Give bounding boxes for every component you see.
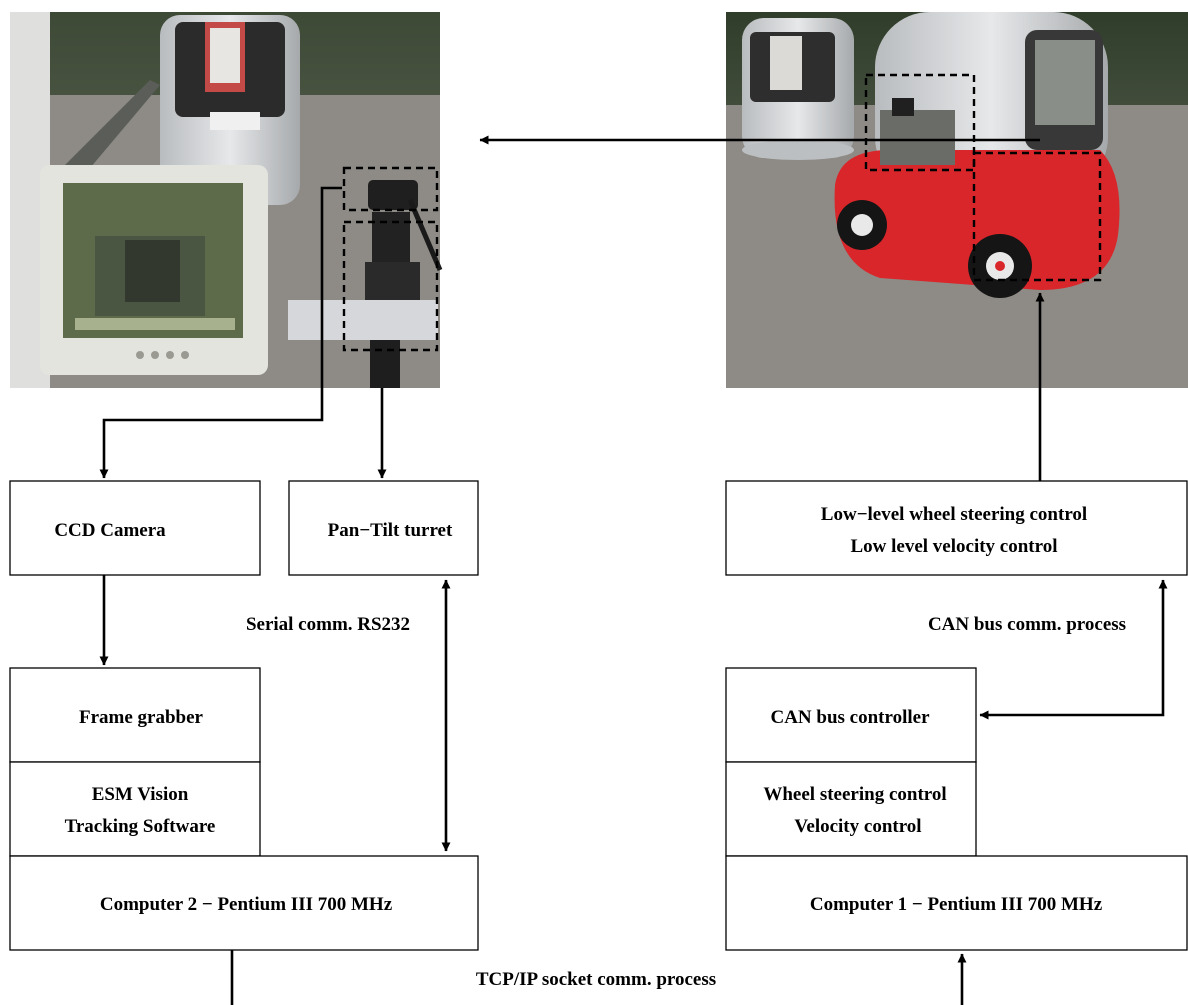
wheel-steering-box: Wheel steering control Velocity control (725, 761, 977, 857)
esm-vision-box: ESM Vision Tracking Software (9, 761, 261, 857)
esm-label-line2: Tracking Software (65, 816, 216, 837)
camera-view-photo (10, 12, 443, 388)
pan-tilt-box: Pan−Tilt turret (288, 480, 479, 576)
ccd-camera-box: CCD Camera (9, 480, 261, 576)
low-level-control-box: Low−level wheel steering control Low lev… (725, 480, 1188, 576)
frame-grabber-box: Frame grabber (9, 667, 261, 763)
can-bus-controller-box: CAN bus controller (725, 667, 977, 763)
frame-grabber-label: Frame grabber (79, 707, 204, 728)
can-controller-label: CAN bus controller (770, 707, 930, 728)
can-bus-comm-label: CAN bus comm. process (928, 614, 1126, 635)
can-bus-link-arrow (979, 579, 1168, 720)
esm-label-line1: ESM Vision (92, 784, 189, 805)
serial-comm-label: Serial comm. RS232 (246, 614, 410, 635)
tcpip-comm-label: TCP/IP socket comm. process (476, 969, 716, 990)
wheel-label-line1: Wheel steering control (763, 784, 946, 805)
computer1-box: Computer 1 − Pentium III 700 MHz (725, 855, 1188, 951)
pan-tilt-label: Pan−Tilt turret (328, 520, 453, 541)
ccd-camera-label: CCD Camera (54, 520, 166, 541)
computer1-label: Computer 1 − Pentium III 700 MHz (810, 894, 1103, 915)
camera-to-ccd-arrow (99, 186, 342, 479)
vehicles-photo (726, 12, 1188, 388)
wheel-label-line2: Velocity control (794, 816, 921, 837)
low-level-label-line1: Low−level wheel steering control (821, 504, 1087, 525)
low-level-label-line2: Low level velocity control (850, 536, 1057, 557)
computer2-box: Computer 2 − Pentium III 700 MHz (9, 855, 479, 951)
computer2-label: Computer 2 − Pentium III 700 MHz (100, 894, 393, 915)
